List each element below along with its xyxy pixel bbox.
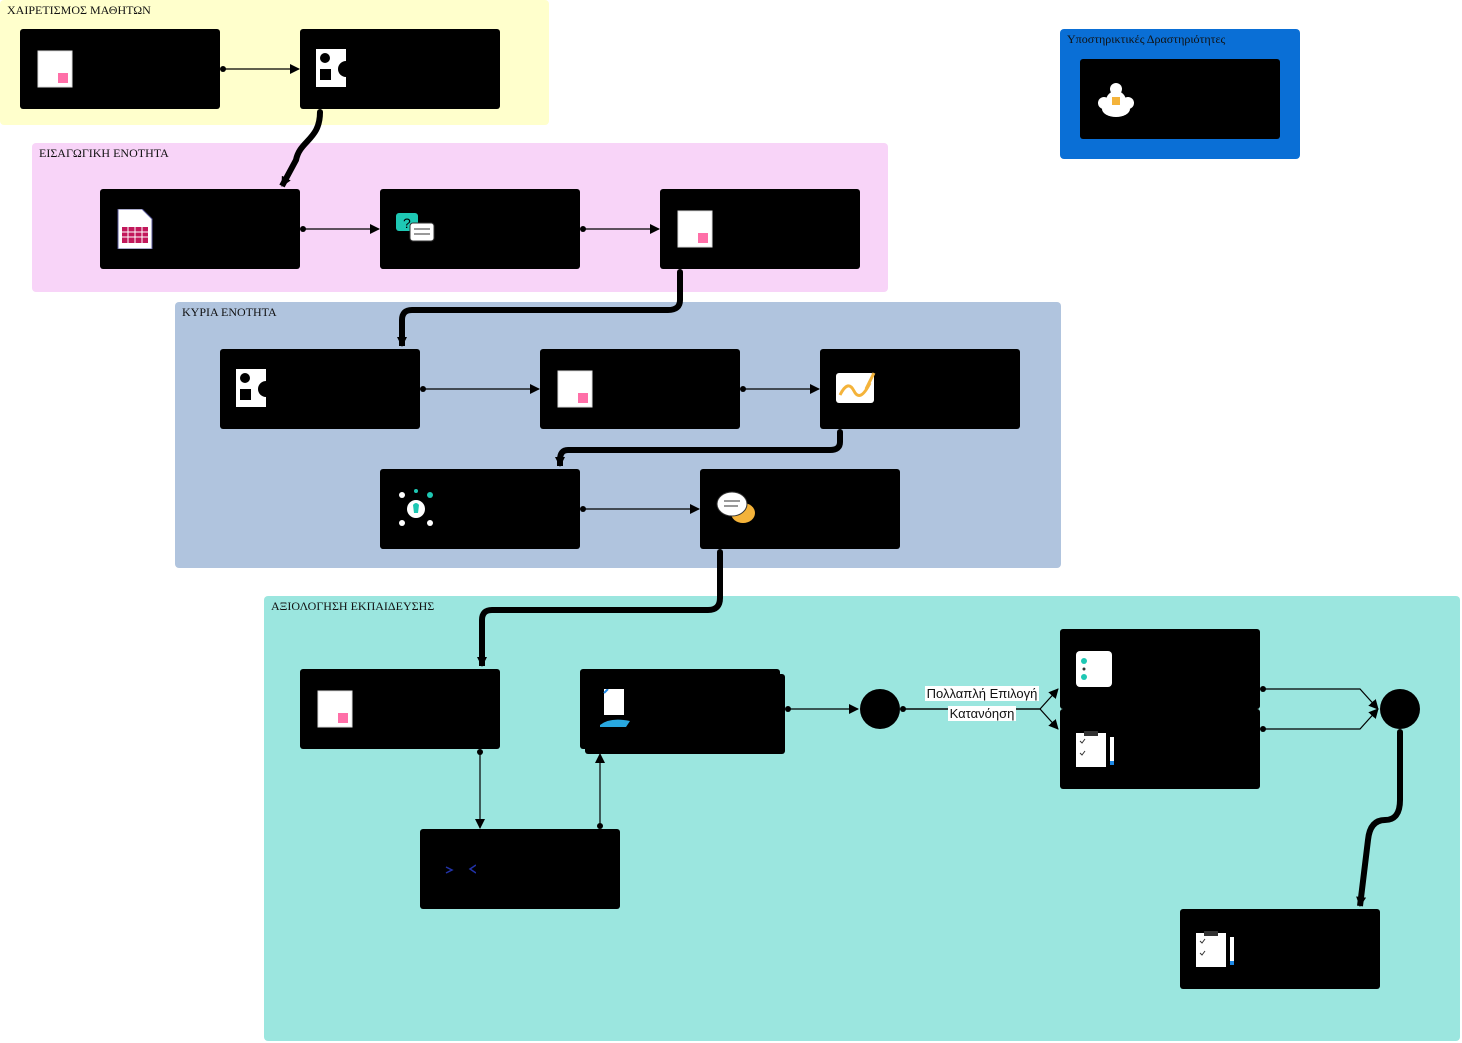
task-assess-6[interactable] [1180,909,1380,989]
task-support-1[interactable] [1080,59,1280,139]
task-assess-1[interactable] [300,669,500,749]
quiz-icon [1076,651,1112,687]
task-assess-5[interactable] [1060,709,1260,789]
svg-text:?: ? [403,215,411,231]
connector-arrow [397,272,683,347]
connector-arrow [477,552,723,667]
gateway-label: Πολλαπλή Επιλογή Κατανόηση [912,684,1052,724]
task-intro-2[interactable]: ? [380,189,580,269]
gateway-label-line2: Κατανόηση [947,706,1017,721]
lane-title: ΚΥΡΙΑ ΕΝΟΤΗΤΑ [182,305,277,319]
task-intro-1[interactable] [100,189,300,269]
task-main-3[interactable] [820,349,1020,429]
lane-title: Υποστηρικτικές Δραστηριότητες [1067,32,1226,46]
connector-arrow [1263,688,1379,710]
idea-icon [399,489,433,526]
checklist-icon [1196,931,1234,967]
shapes-icon [316,49,354,87]
code-icon [445,864,476,874]
drawing-icon [836,372,876,403]
task-main-2[interactable] [540,349,740,429]
document-icon [557,370,593,408]
document-icon [677,210,713,248]
submit-document-icon [600,689,630,727]
document-icon [37,50,73,88]
lane-title: ΑΞΙΟΛΟΓΗΣΗ ΕΚΠΑΙΔΕΥΣΗΣ [271,599,435,613]
task-greet-1[interactable] [20,29,220,109]
gateway-label-line1: Πολλαπλή Επιλογή [924,686,1040,701]
document-icon [317,690,353,728]
question-chat-icon: ? [396,213,435,242]
connector-arrow [279,111,323,188]
spreadsheet-icon [117,209,153,249]
lane-title: ΧΑΙΡΕΤΙΣΜΟΣ ΜΑΘΗΤΩΝ [7,3,151,17]
task-assess-2[interactable] [580,669,780,749]
discussion-icon [716,491,755,523]
lane-main: ΚΥΡΙΑ ΕΝΟΤΗΤΑ [175,302,1061,568]
checklist-icon [1076,731,1114,767]
task-main-5[interactable] [700,469,900,549]
task-main-4[interactable] [380,469,580,549]
task-assess-4[interactable] [1060,629,1260,709]
gateway-split[interactable] [860,689,900,729]
shapes-icon [236,369,274,407]
connector-arrow [1356,732,1403,907]
task-main-1[interactable] [220,349,420,429]
task-assess-3[interactable] [420,829,620,909]
connector-arrow [1263,708,1379,730]
gateway-merge[interactable] [1380,689,1420,729]
group-icon [1098,83,1134,117]
lane-title: ΕΙΣΑΓΩΓΙΚΗ ΕΝΟΤΗΤΑ [39,146,169,160]
connector-arrow [555,432,843,467]
task-intro-3[interactable] [660,189,860,269]
task-greet-2[interactable] [300,29,500,109]
